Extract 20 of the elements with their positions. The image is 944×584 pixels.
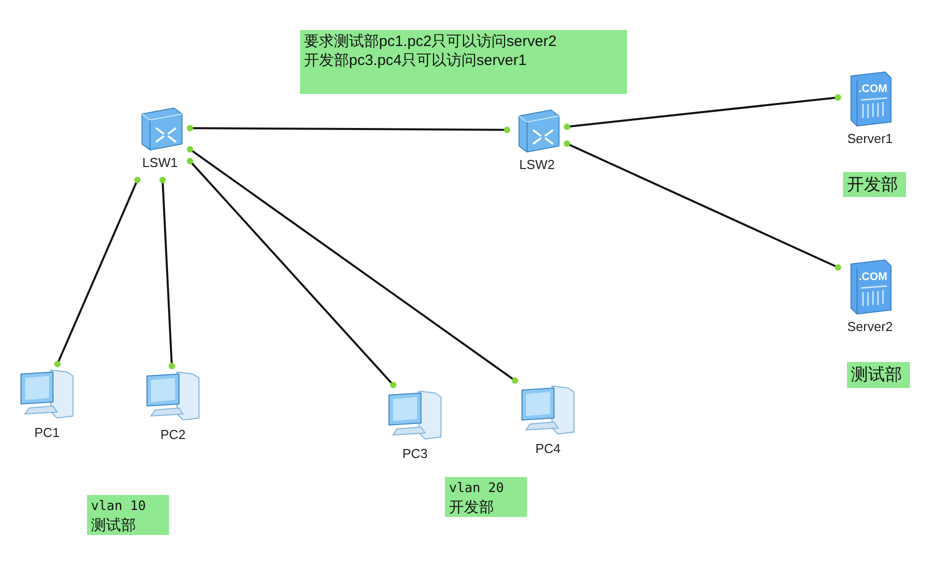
device-label: PC1 [34, 425, 60, 440]
network-link [159, 176, 175, 370]
device-label: PC2 [160, 427, 186, 442]
network-link [564, 94, 842, 130]
network-link [54, 176, 141, 368]
network-link [564, 140, 842, 271]
device-label: Server1 [847, 131, 893, 146]
network-link [186, 158, 396, 388]
note-box: 要求测试部pc1.pc2只可以访问server2 开发部pc3.pc4只可以访问server1 [300, 30, 627, 94]
network-link [186, 146, 518, 384]
device-label: PC4 [535, 441, 561, 456]
note-box: vlan 10 测试部 [87, 495, 169, 535]
device-label: Server2 [847, 319, 893, 334]
note-box: 测试部 [847, 362, 910, 388]
device-label: LSW1 [142, 155, 178, 170]
note-box: 开发部 [843, 172, 906, 197]
network-link [186, 124, 510, 134]
device-label: PC3 [402, 446, 428, 461]
note-box: vlan 20 开发部 [445, 477, 527, 517]
device-label: LSW2 [519, 157, 555, 172]
